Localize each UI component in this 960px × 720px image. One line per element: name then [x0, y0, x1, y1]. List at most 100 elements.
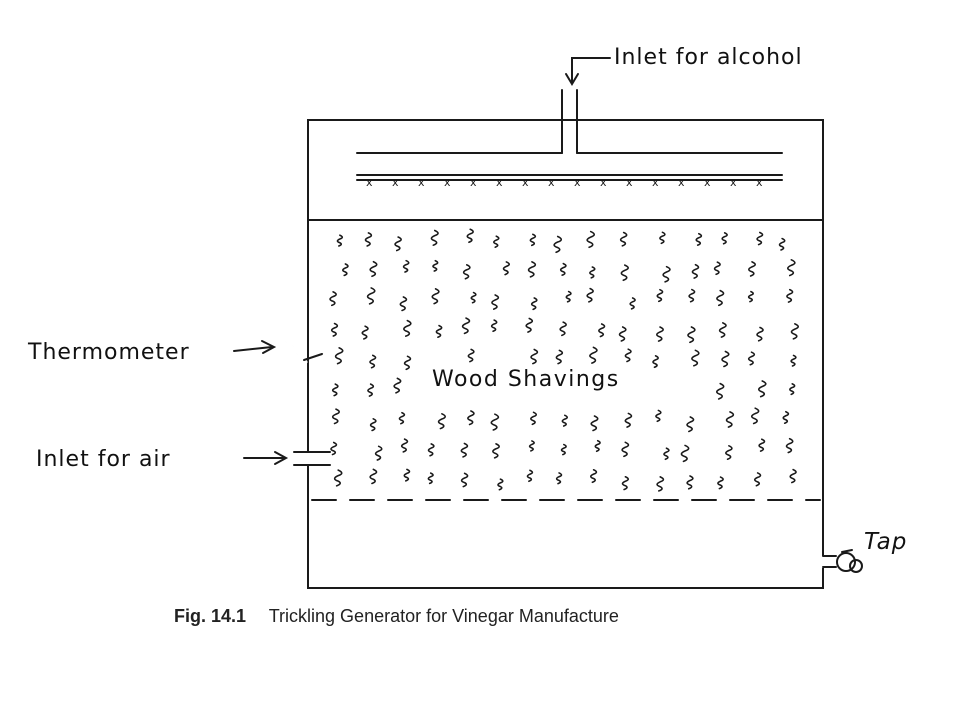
- wood-shaving-mark: [492, 443, 500, 459]
- wood-shaving-mark: [330, 322, 339, 337]
- wood-shaving-mark: [624, 348, 632, 363]
- wood-shaving-mark: [695, 232, 703, 246]
- wood-shaving-mark: [589, 266, 596, 279]
- wood-shaving-mark: [790, 323, 799, 340]
- wood-shaving-mark: [750, 407, 760, 425]
- wood-shaving-mark: [467, 410, 475, 426]
- tap-icon: [818, 549, 863, 573]
- thermometer-label: Thermometer: [27, 340, 190, 365]
- wood-shaving-mark: [530, 297, 538, 311]
- wood-shaving-mark: [525, 317, 534, 333]
- wood-shaving-mark: [342, 263, 349, 277]
- sprinkler-hole: x: [470, 176, 477, 189]
- sprinkler-hole: x: [600, 176, 607, 189]
- wood-shaving-mark: [717, 476, 724, 490]
- wood-shaving-mark: [437, 413, 446, 430]
- wood-shaving-mark: [331, 383, 339, 397]
- wood-shaving-mark: [747, 290, 754, 303]
- alcohol-inlet-arrow: [565, 57, 611, 86]
- wood-shaving-mark: [403, 355, 412, 371]
- wood-shaving-mark: [662, 265, 671, 283]
- wood-shaving-mark: [713, 261, 721, 276]
- wood-shaving-mark: [461, 317, 471, 335]
- wood-shaving-mark: [624, 412, 633, 428]
- wood-shaving-mark: [621, 441, 630, 458]
- wood-shaving-mark: [559, 321, 567, 337]
- wood-shaving-mark: [590, 415, 599, 432]
- wood-shaving-mark: [785, 437, 794, 454]
- wood-shaving-mark: [402, 259, 410, 273]
- wood-shaving-mark: [369, 468, 378, 485]
- wood-shaving-mark: [502, 261, 510, 276]
- wood-shaving-mark: [757, 380, 767, 398]
- wood-shaving-mark: [716, 382, 725, 400]
- figure-number: Fig. 14.1: [174, 606, 247, 626]
- wood-shaving-mark: [691, 349, 700, 367]
- wood-shaving-mark: [399, 296, 408, 312]
- wood-shaving-mark: [400, 438, 409, 453]
- wood-shaving-mark: [330, 441, 338, 456]
- wood-shaving-mark: [789, 383, 796, 396]
- wood-shavings-fill: [329, 228, 799, 492]
- wood-shaving-mark: [529, 233, 537, 247]
- wood-shaving-mark: [756, 231, 764, 246]
- wood-shaving-mark: [782, 410, 790, 425]
- sprinkler-hole: x: [626, 176, 633, 189]
- wood-shaving-mark: [467, 348, 475, 363]
- inlet-alcohol-label: Inlet for alcohol: [614, 45, 803, 70]
- wood-shaving-mark: [526, 469, 534, 483]
- sprinkler-hole: x: [522, 176, 529, 189]
- air-inlet-pipe: [293, 451, 331, 466]
- sprinkler-hole: x: [704, 176, 711, 189]
- wood-shaving-mark: [364, 232, 373, 247]
- wood-shaving-mark: [686, 416, 695, 433]
- wood-shaving-mark: [686, 475, 694, 490]
- wood-shaving-mark: [530, 348, 539, 365]
- wood-shaving-mark: [716, 289, 725, 307]
- wood-shaving-mark: [621, 475, 630, 491]
- wood-shaving-mark: [398, 411, 406, 425]
- wood-shaving-mark: [559, 262, 567, 276]
- wood-shaving-mark: [460, 442, 469, 458]
- wood-shaving-mark: [652, 355, 659, 369]
- wood-shaving-mark: [618, 326, 627, 342]
- sprinkler-hole: x: [678, 176, 685, 189]
- wood-shaving-mark: [594, 439, 601, 453]
- wood-shaving-mark: [497, 478, 504, 491]
- wood-shaving-mark: [369, 260, 378, 278]
- wood-shaving-mark: [435, 324, 443, 338]
- wood-shaving-mark: [688, 288, 696, 303]
- wood-shaving-mark: [561, 414, 568, 427]
- wood-shaving-mark: [528, 440, 535, 452]
- wood-shaving-mark: [493, 235, 500, 248]
- wood-shaving-mark: [753, 472, 762, 487]
- sprinkler-hole: x: [418, 176, 425, 189]
- wood-shaving-mark: [361, 325, 369, 340]
- wood-shaving-mark: [747, 351, 756, 366]
- wood-shaving-mark: [619, 231, 628, 247]
- figure-caption-text: Trickling Generator for Vinegar Manufact…: [268, 606, 619, 626]
- sprinkler-hole: x: [730, 176, 737, 189]
- wood-shaving-mark: [553, 235, 563, 254]
- sprinkler-hole: x: [756, 176, 763, 189]
- wood-shaving-mark: [721, 232, 728, 245]
- wood-shaving-mark: [366, 287, 376, 305]
- wood-shaving-mark: [656, 326, 664, 342]
- wood-shaving-mark: [656, 288, 664, 303]
- wood-shaving-mark: [790, 354, 797, 367]
- wood-shaving-mark: [725, 411, 735, 428]
- wood-shaving-mark: [787, 258, 796, 277]
- sprinkler-hole: x: [652, 176, 659, 189]
- wood-shaving-mark: [786, 288, 794, 303]
- wood-shaving-mark: [565, 290, 572, 303]
- thermometer-icon: [282, 336, 323, 364]
- wood-shaving-mark: [374, 445, 383, 461]
- wood-shaving-mark: [393, 377, 402, 394]
- wood-shaving-mark: [691, 263, 700, 279]
- wood-shaving-mark: [369, 418, 377, 432]
- sprinkler-hole: x: [496, 176, 503, 189]
- wood-shaving-mark: [725, 445, 733, 461]
- wood-shaving-mark: [329, 291, 337, 307]
